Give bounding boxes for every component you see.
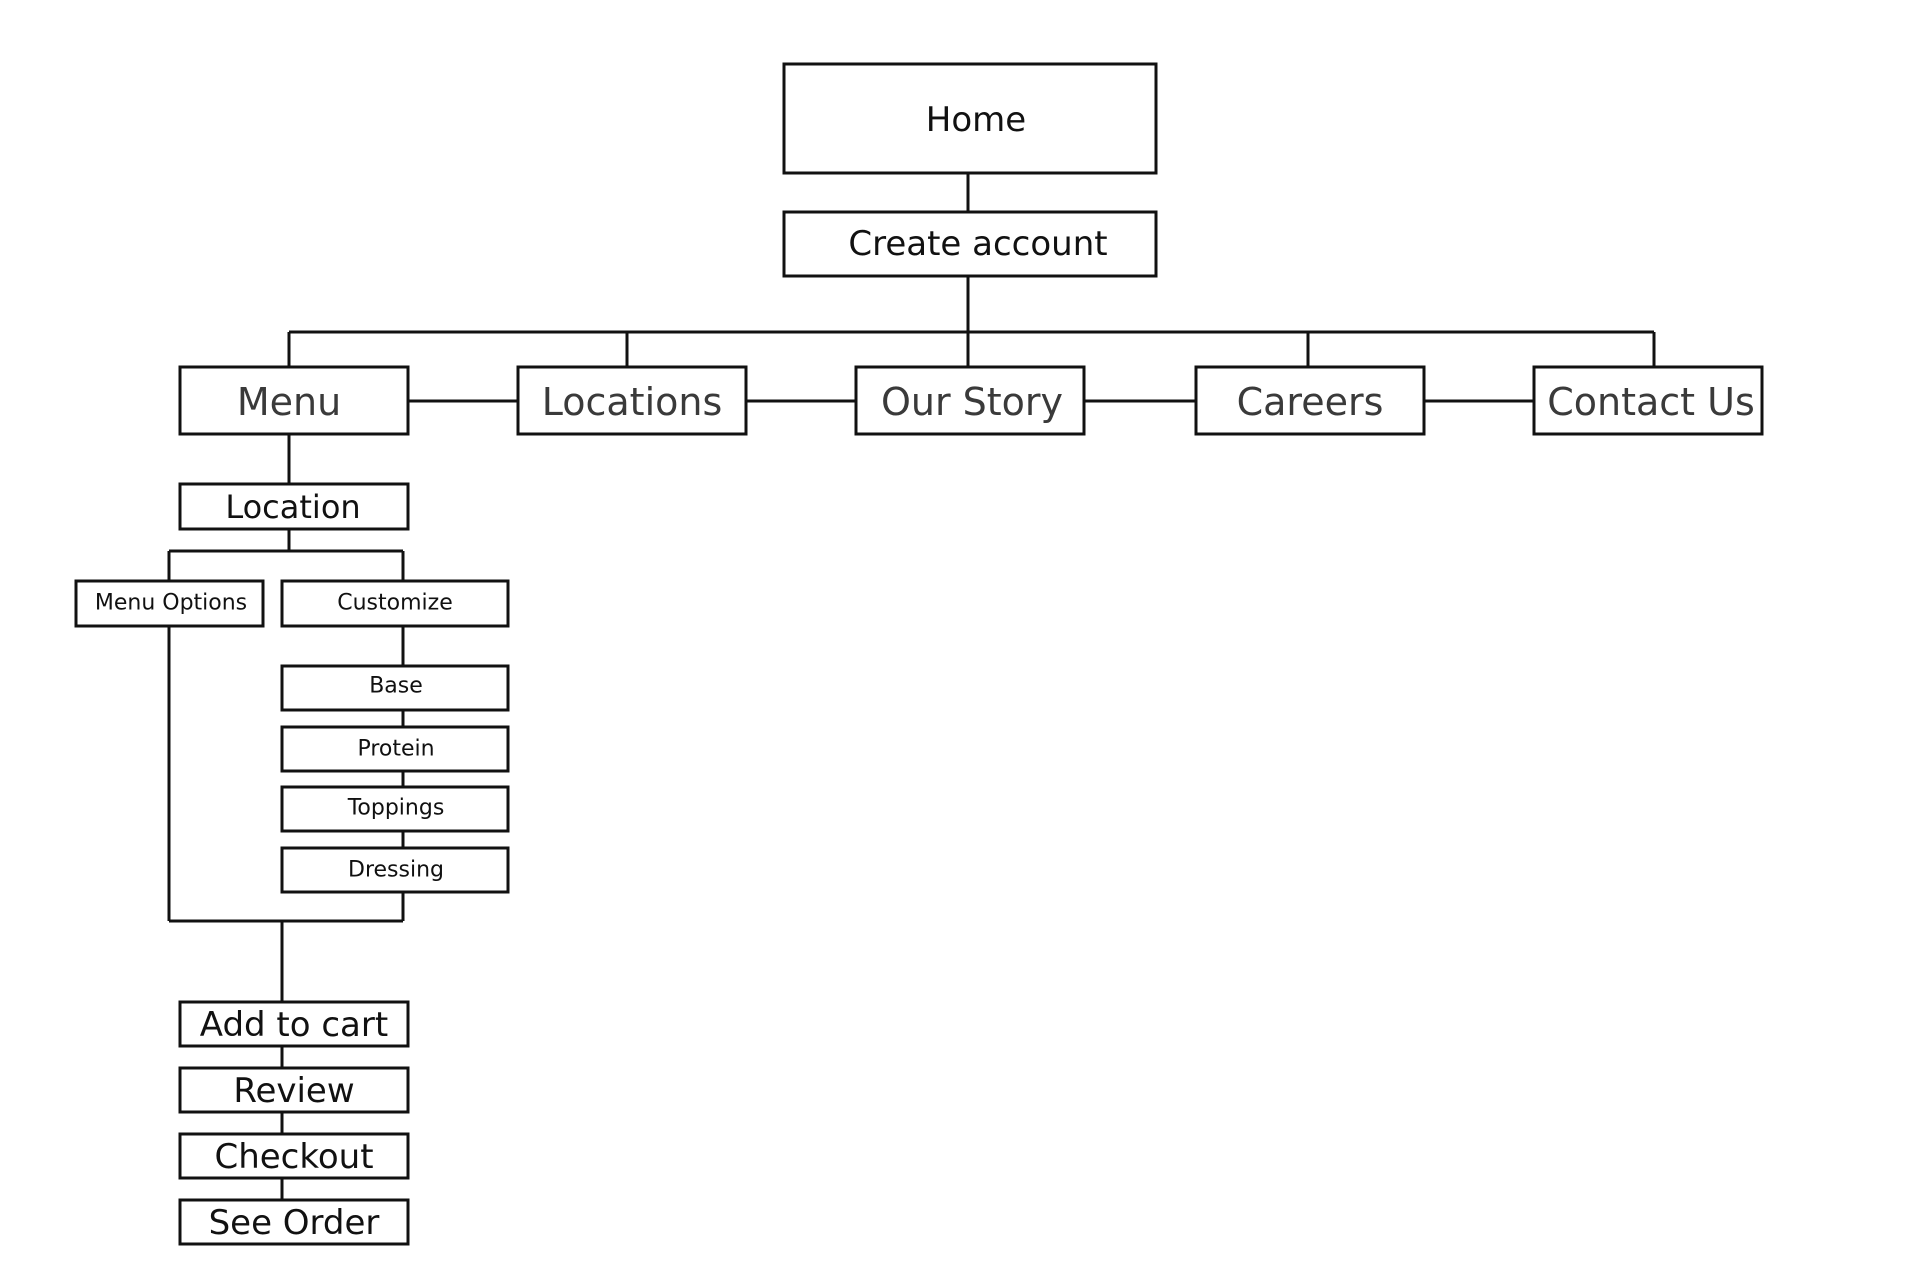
node-menu-label: Menu (237, 380, 341, 424)
node-location: Location (178, 482, 410, 531)
node-see-order-label: See Order (209, 1203, 380, 1243)
node-create-account-label: Create account (848, 224, 1107, 264)
node-locations-label: Locations (542, 380, 723, 424)
node-location-label: Location (225, 488, 360, 526)
node-menu-options-label: Menu Options (95, 591, 247, 616)
node-add-to-cart-label: Add to cart (200, 1005, 388, 1045)
node-careers-label: Careers (1237, 380, 1384, 424)
node-home-label: Home (926, 100, 1026, 140)
node-contact-us: Contact Us (1532, 365, 1764, 436)
node-dressing: Dressing (280, 846, 510, 894)
node-careers: Careers (1194, 365, 1426, 436)
node-review-label: Review (233, 1071, 354, 1111)
node-protein-label: Protein (357, 737, 434, 762)
node-base-label: Base (369, 674, 423, 699)
node-create-account: Create account (782, 210, 1158, 278)
node-our-story-label: Our Story (881, 380, 1063, 424)
node-menu: Menu (178, 365, 410, 436)
node-base: Base (280, 664, 510, 712)
node-toppings: Toppings (280, 785, 510, 833)
node-dressing-label: Dressing (348, 858, 444, 883)
node-checkout: Checkout (178, 1132, 410, 1180)
node-our-story: Our Story (854, 365, 1086, 436)
node-add-to-cart: Add to cart (178, 1000, 410, 1048)
connectors (167, 173, 1656, 1240)
node-contact-us-label: Contact Us (1547, 380, 1755, 424)
node-see-order: See Order (178, 1198, 410, 1246)
node-menu-options: Menu Options (74, 579, 265, 628)
node-review: Review (178, 1066, 410, 1114)
node-home: Home (782, 62, 1158, 175)
node-locations: Locations (516, 365, 748, 436)
node-checkout-label: Checkout (214, 1137, 373, 1177)
node-protein: Protein (280, 725, 510, 773)
node-customize-label: Customize (337, 591, 452, 616)
node-customize: Customize (280, 579, 510, 628)
node-toppings-label: Toppings (347, 796, 445, 821)
